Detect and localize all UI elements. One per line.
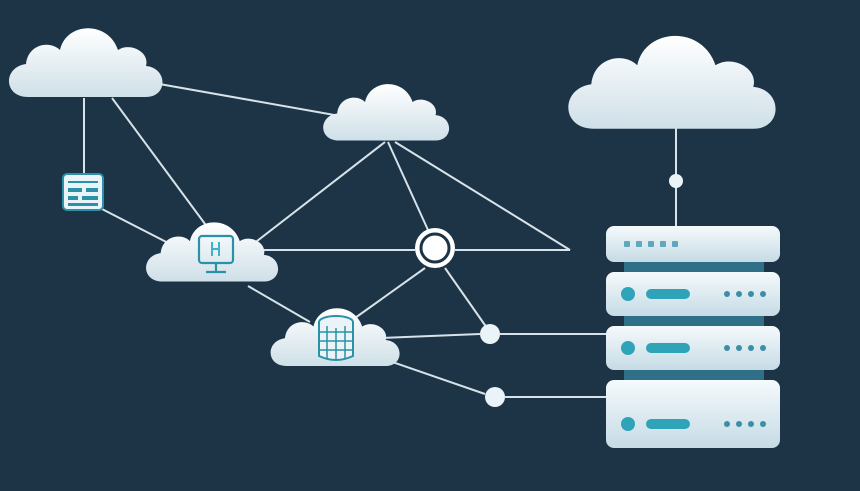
status-led — [621, 341, 635, 355]
server-unit-2 — [606, 272, 780, 316]
link-cloud-monitor — [111, 97, 209, 229]
link-monitor-cloud — [247, 141, 386, 249]
link-monitor-database — [247, 285, 311, 323]
server-unit-4 — [606, 380, 780, 448]
server-panel-icon — [62, 173, 104, 211]
status-led — [621, 287, 635, 301]
link-database-node — [379, 333, 481, 339]
database-icon — [318, 315, 354, 361]
server-unit-1 — [606, 226, 780, 262]
junction-node-middle — [480, 324, 500, 344]
server-unit-3 — [606, 326, 780, 370]
link-hub-node — [444, 267, 488, 329]
junction-node-bottom — [485, 387, 505, 407]
link-device-monitor — [99, 207, 179, 249]
link-cloud-right — [394, 141, 571, 251]
link-cloud-hub — [387, 141, 429, 231]
junction-node-top — [669, 174, 683, 188]
server-rack — [606, 226, 780, 448]
status-led — [621, 417, 635, 431]
hub-node-icon — [415, 228, 455, 268]
connector-lines — [83, 81, 677, 398]
link-hub-database — [354, 267, 426, 319]
link-cloud-cloud — [147, 81, 341, 117]
monitor-icon — [197, 234, 235, 274]
